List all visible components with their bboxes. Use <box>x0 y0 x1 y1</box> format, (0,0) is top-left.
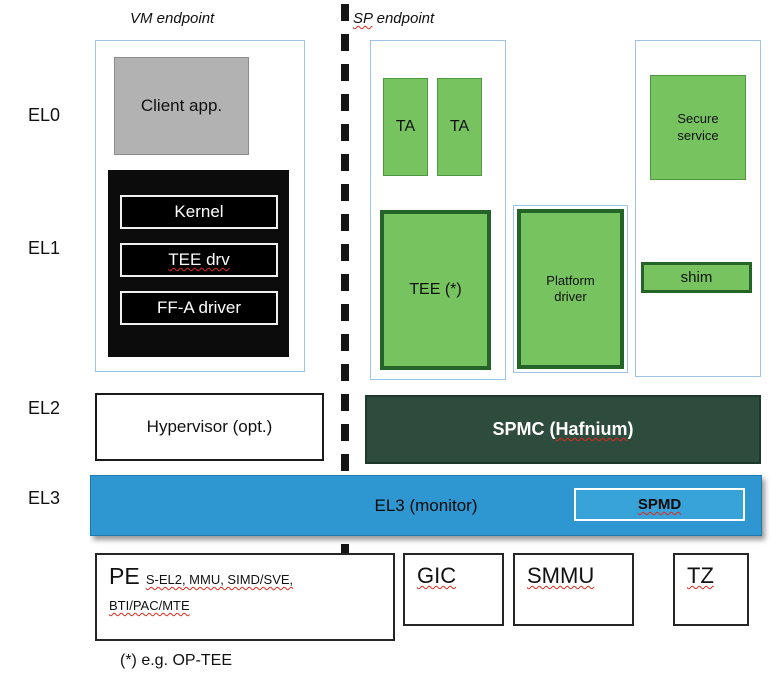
ta-box-right: TA <box>437 78 482 176</box>
vm-sp-divider-line <box>341 4 349 553</box>
el3-monitor-label: EL3 (monitor) <box>374 495 478 515</box>
shim-box: shim <box>641 262 752 293</box>
tz-box: TZ <box>673 553 749 626</box>
kernel-label: Kernel <box>174 202 224 221</box>
shim-label: shim <box>680 269 713 286</box>
sp-endpoint-header: SP endpoint <box>353 10 434 27</box>
el3-monitor-bar: EL3 (monitor) SPMD <box>90 475 762 536</box>
sp-endpoint-header-rest: endpoint <box>372 10 435 27</box>
tee-drv-box: TEE drv <box>120 243 278 277</box>
secure-service-label: Secure service <box>677 111 719 143</box>
secure-service-box: Secure service <box>650 75 746 180</box>
client-app-box: Client app. <box>114 57 249 155</box>
ffa-driver-label: FF-A driver <box>156 298 242 317</box>
pe-label: PE <box>109 563 140 589</box>
pe-features-line1: S-EL2, MMU, SIMD/SVE, <box>145 572 294 587</box>
tz-label: TZ <box>687 563 714 588</box>
pe-features-line2: BTI/PAC/MTE <box>109 598 190 613</box>
gic-label: GIC <box>417 563 457 588</box>
sp-endpoint-header-sp: SP <box>353 10 373 27</box>
ta-right-label: TA <box>449 118 470 135</box>
ta-box-left: TA <box>383 78 428 176</box>
client-app-label: Client app. <box>140 96 223 115</box>
ta-left-label: TA <box>395 118 416 135</box>
gic-box: GIC <box>403 553 504 626</box>
kernel-stack: Kernel TEE drv FF-A driver <box>108 170 289 357</box>
tee-drv-label: TEE drv <box>168 250 230 269</box>
smmu-box: SMMU <box>513 553 634 626</box>
spmd-label: SPMD <box>637 496 682 513</box>
vm-endpoint-header: VM endpoint <box>130 10 215 27</box>
el3-label: EL3 <box>28 488 61 508</box>
smmu-label: SMMU <box>527 563 595 588</box>
ffa-driver-box: FF-A driver <box>120 291 278 325</box>
hypervisor-box: Hypervisor (opt.) <box>95 393 324 461</box>
kernel-box: Kernel <box>120 195 278 229</box>
el0-label: EL0 <box>28 105 61 125</box>
spmc-label-suffix: ) <box>627 419 634 439</box>
el1-label: EL1 <box>28 238 61 258</box>
el2-label: EL2 <box>28 398 61 418</box>
platform-driver-label: Platform driver <box>546 272 595 304</box>
spmd-box: SPMD <box>574 488 745 521</box>
spmc-box: SPMC (Hafnium) <box>365 395 761 464</box>
platform-driver-box: Platform driver <box>517 209 624 369</box>
tee-box: TEE (*) <box>380 210 491 370</box>
spmc-label-prefix: SPMC ( <box>492 419 556 439</box>
footnote: (*) e.g. OP-TEE <box>120 652 233 669</box>
spmc-label-name: Hafnium <box>555 419 628 439</box>
tee-label: TEE (*) <box>409 281 462 298</box>
pe-box: PE S-EL2, MMU, SIMD/SVE, BTI/PAC/MTE <box>95 553 395 641</box>
hypervisor-label: Hypervisor (opt.) <box>146 417 273 436</box>
